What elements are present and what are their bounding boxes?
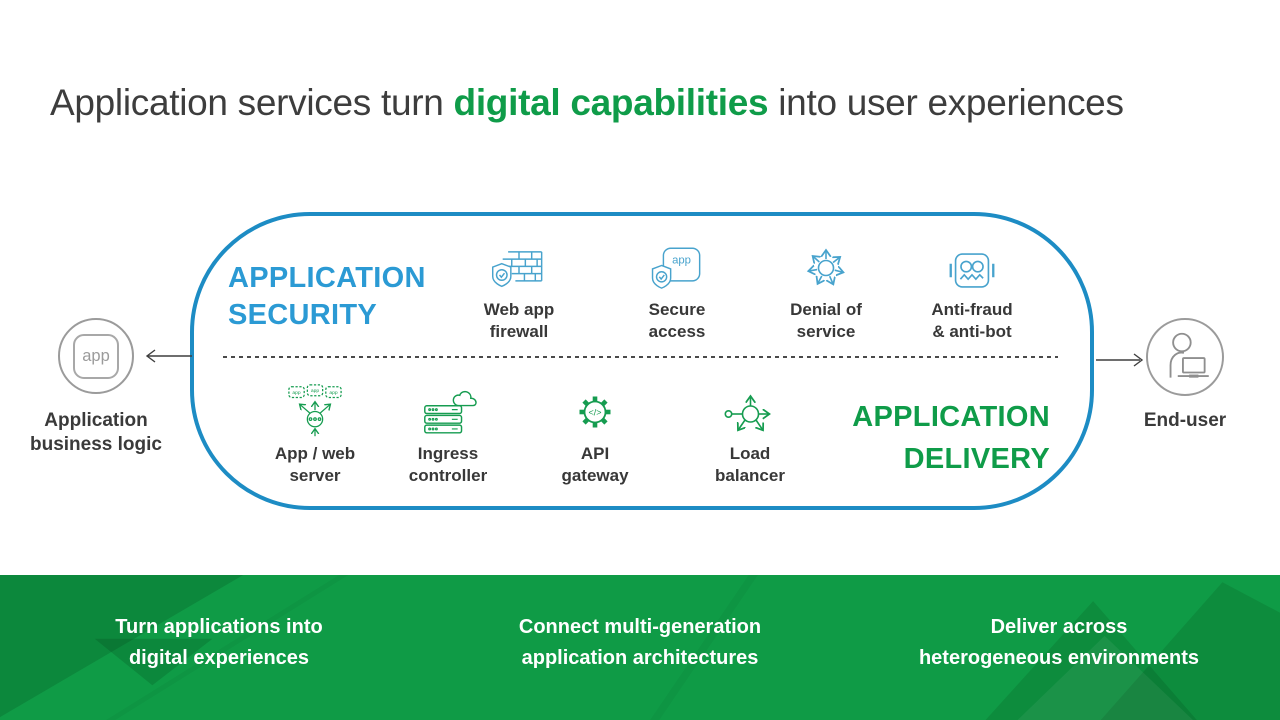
bottom-value-band [0, 575, 1280, 720]
service-label: Web app firewall [483, 300, 555, 341]
api-gateway-icon: </> [569, 384, 621, 438]
service-api-gateway: </> API gateway [515, 384, 675, 487]
title-prefix: Application services turn [50, 82, 454, 123]
svg-text:app: app [329, 391, 337, 396]
service-label: API gateway [561, 444, 629, 485]
band-item-digital-experiences: Turn applications into digital experienc… [115, 616, 323, 669]
service-label: Denial of service [790, 300, 862, 341]
service-ingress-controller: Ingress controller [368, 384, 528, 487]
service-app-web-server: app app app App / web server [235, 384, 395, 487]
secure-access-icon: app [648, 240, 706, 294]
page-title: Application services turn digital capabi… [50, 82, 1240, 124]
title-highlight: digital capabilities [453, 82, 769, 123]
end-user-circle [1146, 318, 1224, 396]
end-user-icon [1169, 332, 1209, 378]
application-services-pill [190, 212, 1094, 510]
svg-text:app: app [311, 389, 319, 394]
service-label: Ingress controller [408, 444, 488, 485]
load-balancer-icon [722, 384, 778, 438]
service-label: App / web server [274, 444, 356, 485]
service-secure-access: app Secure access [597, 240, 757, 343]
service-load-balancer: Load balancer [670, 384, 830, 487]
svg-text:app: app [292, 391, 300, 396]
security-delivery-divider [223, 356, 1058, 358]
arrow-to-business-logic [145, 349, 192, 363]
application-business-logic-label: Application business logic [30, 410, 162, 455]
application-delivery-heading: APPLICATION DELIVERY [852, 401, 1050, 475]
application-security-heading: APPLICATION SECURITY [228, 262, 426, 331]
app-icon-label: app [82, 346, 110, 365]
service-web-app-firewall: Web app firewall [439, 240, 599, 343]
app-icon: app [73, 333, 119, 379]
service-label: Anti-fraud & anti-bot [931, 300, 1013, 341]
service-label: Secure access [648, 300, 706, 341]
svg-text:app: app [672, 255, 691, 267]
title-suffix: into user experiences [768, 82, 1124, 123]
svg-text:</>: </> [588, 408, 601, 418]
service-label: Load balancer [715, 444, 785, 485]
ingress-controller-icon [419, 384, 477, 438]
application-business-logic-circle: app [58, 318, 134, 394]
web-app-firewall-icon [490, 240, 548, 294]
service-denial-of-service: Denial of service [746, 240, 906, 343]
service-anti-fraud-anti-bot: Anti-fraud & anti-bot [892, 240, 1052, 343]
band-item-heterogeneous: Deliver across heterogeneous environment… [918, 616, 1200, 669]
arrow-to-end-user [1096, 353, 1144, 367]
anti-fraud-anti-bot-icon [943, 240, 1001, 294]
band-item-multi-generation: Connect multi-generation application arc… [518, 616, 762, 669]
end-user-label: End-user [1143, 410, 1227, 431]
denial-of-service-icon [798, 240, 854, 294]
app-web-server-icon: app app app [286, 384, 344, 438]
